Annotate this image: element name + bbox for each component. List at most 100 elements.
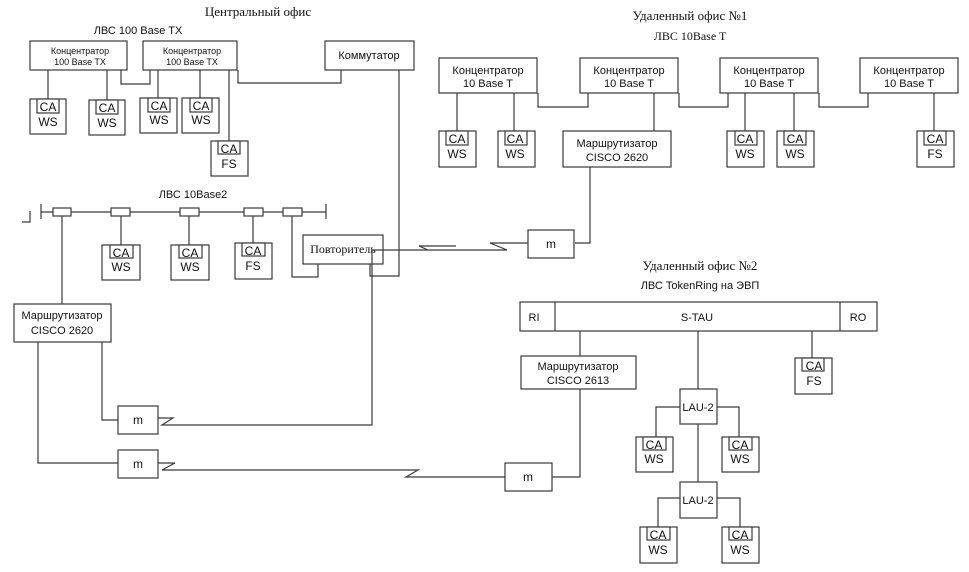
fs-label: FS — [806, 374, 821, 388]
switch: Коммутатор — [324, 40, 415, 71]
ca-label: CA — [193, 99, 210, 113]
s-tau-label: S-TAU — [681, 312, 713, 324]
router-model: CISCO 2620 — [586, 152, 648, 164]
router-cisco-2620-central: Маршрутизатор CISCO 2620 — [13, 303, 112, 343]
hub-10baset-4: Концентратор 10 Base T — [859, 57, 959, 94]
t-connector — [179, 207, 200, 217]
ca-label: CA — [99, 101, 116, 115]
workstation: CA WS — [438, 130, 477, 168]
workstation: CA WS — [29, 98, 67, 135]
ca-label: CA — [245, 244, 262, 258]
hub-link — [537, 93, 589, 108]
switch-repeater-link — [369, 70, 400, 277]
ca-label: CA — [151, 99, 168, 113]
lan-tokenring-label: ЛВС TokenRing на ЭВП — [641, 280, 760, 292]
ca-label: CA — [113, 246, 130, 260]
hub-link — [678, 93, 729, 108]
hub-switch-link — [237, 70, 342, 84]
router-model: CISCO 2620 — [31, 325, 93, 337]
remote-office-1-title: Удаленный офис №1 — [633, 8, 748, 23]
ca-label: CA — [806, 359, 823, 373]
wan-link-2 — [158, 462, 438, 478]
ws-label: WS — [447, 147, 466, 161]
workstation: CA WS — [635, 436, 674, 473]
hub-type: 10 Base T — [884, 78, 934, 90]
hub-10baset-2: Концентратор 10 Base T — [579, 57, 679, 94]
workstation: CA WS — [497, 130, 536, 168]
hub-link — [818, 93, 869, 108]
hub-link — [120, 70, 151, 85]
ws-label: WS — [648, 543, 667, 557]
hub-type: 100 Base TX — [166, 57, 218, 67]
central-office-title: Центральный офис — [205, 4, 312, 19]
ws-label: WS — [111, 260, 130, 274]
ws-label: WS — [785, 147, 804, 161]
lan-10base2-label: ЛВС 10Base2 — [159, 189, 228, 201]
router-label: Маршрутизатор — [537, 361, 618, 373]
ca-label: CA — [927, 132, 944, 146]
hub-label: Концентратор — [163, 46, 221, 56]
hub-label: Концентратор — [452, 65, 523, 77]
modem: m — [504, 462, 553, 492]
workstation: CA WS — [726, 130, 765, 168]
lau-2-1: LAU-2 — [679, 388, 718, 425]
ws-label: WS — [97, 116, 116, 130]
ws-label: WS — [644, 452, 663, 466]
modem: m — [117, 405, 159, 435]
ca-label: CA — [221, 142, 238, 156]
router-model: CISCO 2613 — [547, 375, 609, 387]
modem-label: m — [523, 470, 533, 484]
ca-label: CA — [182, 246, 199, 260]
hub-type: 10 Base T — [744, 78, 794, 90]
ws-label: WS — [505, 147, 524, 161]
ca-label: CA — [507, 132, 524, 146]
router-label: Маршрутизатор — [576, 138, 657, 150]
lan-100basetx-label: ЛВС 100 Base TX — [94, 25, 183, 37]
ws-label: WS — [730, 452, 749, 466]
ri-port: RI — [529, 312, 540, 324]
hub-label: Концентратор — [51, 46, 109, 56]
t-connector — [243, 207, 264, 217]
file-server: CA FS — [210, 140, 249, 177]
ws-label: WS — [38, 115, 57, 129]
hub-type: 10 Base T — [604, 78, 654, 90]
lau-2-2: LAU-2 — [679, 481, 718, 519]
s-tau-unit: RI S-TAU RO — [519, 301, 878, 332]
ro-port: RO — [850, 312, 867, 324]
t-connector — [52, 207, 72, 217]
ca-label: CA — [449, 132, 466, 146]
link — [717, 497, 741, 527]
workstation: CA WS — [721, 436, 760, 473]
repeater-label: Повторитель — [310, 242, 376, 256]
lan-10baset-label: ЛВС 10Base T — [654, 29, 727, 43]
workstation: CA WS — [721, 526, 760, 564]
ca-label: CA — [732, 528, 749, 542]
lau-label: LAU-2 — [682, 402, 713, 414]
link — [575, 167, 591, 244]
hub-10baset-1: Концентратор 10 Base T — [438, 57, 538, 94]
file-server: CA FS — [916, 130, 955, 168]
workstation: CA WS — [139, 97, 178, 134]
t-connector — [110, 207, 131, 217]
ca-label: CA — [650, 528, 667, 542]
ws-label: WS — [191, 113, 210, 127]
fs-label: FS — [221, 157, 236, 171]
modem-label: m — [133, 413, 143, 427]
link — [717, 406, 740, 437]
fs-label: FS — [245, 259, 260, 273]
ws-label: WS — [730, 543, 749, 557]
ws-label: WS — [180, 260, 199, 274]
file-server: CA FS — [794, 357, 833, 395]
ca-label: CA — [737, 132, 754, 146]
modem-label: m — [546, 237, 556, 251]
link — [37, 342, 118, 464]
router-label: Маршрутизатор — [21, 310, 102, 322]
hub-label: Концентратор — [593, 65, 664, 77]
ca-label: CA — [646, 438, 663, 452]
remote-office-2-title: Удаленный офис №2 — [643, 258, 758, 273]
router-cisco-2620-remote: Маршрутизатор CISCO 2620 — [562, 130, 672, 168]
workstation: CA WS — [170, 244, 210, 281]
repeater: Повторитель — [302, 234, 384, 265]
file-server: CA FS — [234, 242, 273, 280]
